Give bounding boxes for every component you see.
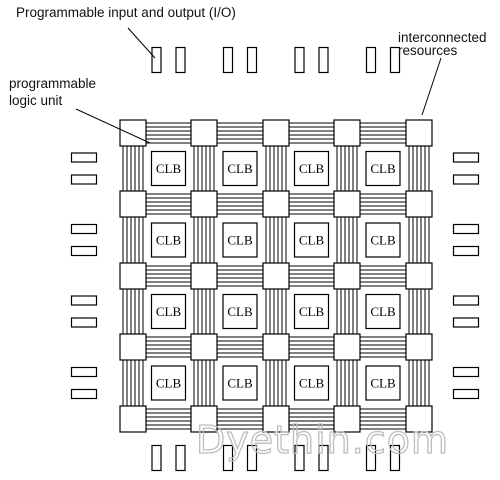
clb-block: CLB [293,365,330,401]
clb-block: CLB [222,150,258,187]
clb-block: CLB [222,222,258,258]
clb-label: CLB [370,304,396,319]
clb-block: CLB [293,150,330,187]
clb-label: CLB [370,376,396,391]
io-leader-line [127,27,156,59]
clb-label: CLB [156,161,182,176]
switch-matrix [405,190,433,218]
io-label: Programmable input and output (I/O) [16,5,236,20]
switch-matrix [405,262,433,290]
switch-matrix [190,333,218,361]
switch-matrix [333,333,361,361]
switch-matrix [405,333,433,361]
watermark: Dyethin.com [196,418,449,462]
clb-label: CLB [299,376,325,391]
switch-matrix [262,190,290,218]
switch-matrix [119,190,147,218]
io-pad-pair-bottom [151,444,186,472]
io-pad-pair-right [452,223,480,257]
clb-block: CLB [293,293,330,330]
interconnect-label-line2: resources [398,43,458,58]
clb-block: CLB [222,365,258,401]
clb-label: CLB [299,161,325,176]
logic-unit-leader-line [75,108,151,144]
switch-matrix [190,405,218,433]
io-pad-pair-right [452,295,480,328]
switch-matrix [262,119,290,147]
switch-matrices [119,119,433,433]
logic-blocks: CLB CLB CLB CLB CLB CLB CLB CLB CLB CLB CLB CLB CLB C… [150,150,401,401]
io-pad-pair-left [70,366,98,400]
io-pad-pair-left [70,295,98,328]
clb-label: CLB [156,376,182,391]
interconnect-leader-line [421,57,442,116]
io-pad-pair-bottom [222,444,258,472]
clb-label: CLB [370,233,396,248]
switch-matrix [262,262,290,290]
switch-matrix [190,262,218,290]
switch-matrix [190,119,218,147]
logic-unit-label-line1: programmable [9,76,96,91]
switch-matrix [119,405,147,433]
clb-block: CLB [150,222,187,258]
switch-matrix [333,405,361,433]
clb-block: CLB [293,222,330,258]
leader-lines [75,27,442,144]
switch-matrix [190,190,218,218]
clb-block: CLB [365,150,401,187]
clb-label: CLB [299,233,325,248]
switch-matrix [333,119,361,147]
switch-matrix [262,333,290,361]
clb-block: CLB [365,222,401,258]
clb-block: CLB [365,365,401,401]
clb-label: CLB [299,304,325,319]
io-pad-pair-bottom [294,444,329,472]
switch-matrix [333,262,361,290]
io-pad-pair-bottom [365,444,401,472]
switch-matrix [119,333,147,361]
io-pad-pair-top [365,46,401,74]
clb-label: CLB [156,233,182,248]
clb-block: CLB [365,293,401,330]
clb-label: CLB [156,304,182,319]
clb-label: CLB [227,161,253,176]
io-pad-pair-left [70,152,98,185]
switch-matrix [405,119,433,147]
io-pad-pair-right [452,366,480,400]
io-pad-pair-top [222,46,258,74]
switch-matrix [405,405,433,433]
logic-unit-label-line2: logic unit [9,93,63,108]
clb-block: CLB [150,365,187,401]
interconnect-label-line1: interconnected [398,30,487,45]
clb-label: CLB [227,376,253,391]
io-pads [70,46,480,472]
io-pad-pair-right [452,152,480,185]
io-pad-pair-top [294,46,329,74]
switch-matrix [333,190,361,218]
clb-label: CLB [227,233,253,248]
clb-block: CLB [150,293,187,330]
clb-label: CLB [227,304,253,319]
switch-matrix [262,405,290,433]
switch-matrix [119,119,147,147]
clb-block: CLB [150,150,187,187]
clb-label: CLB [370,161,396,176]
clb-block: CLB [222,293,258,330]
io-pad-pair-left [70,223,98,257]
io-pad-pair-top [151,46,186,74]
switch-matrix [119,262,147,290]
